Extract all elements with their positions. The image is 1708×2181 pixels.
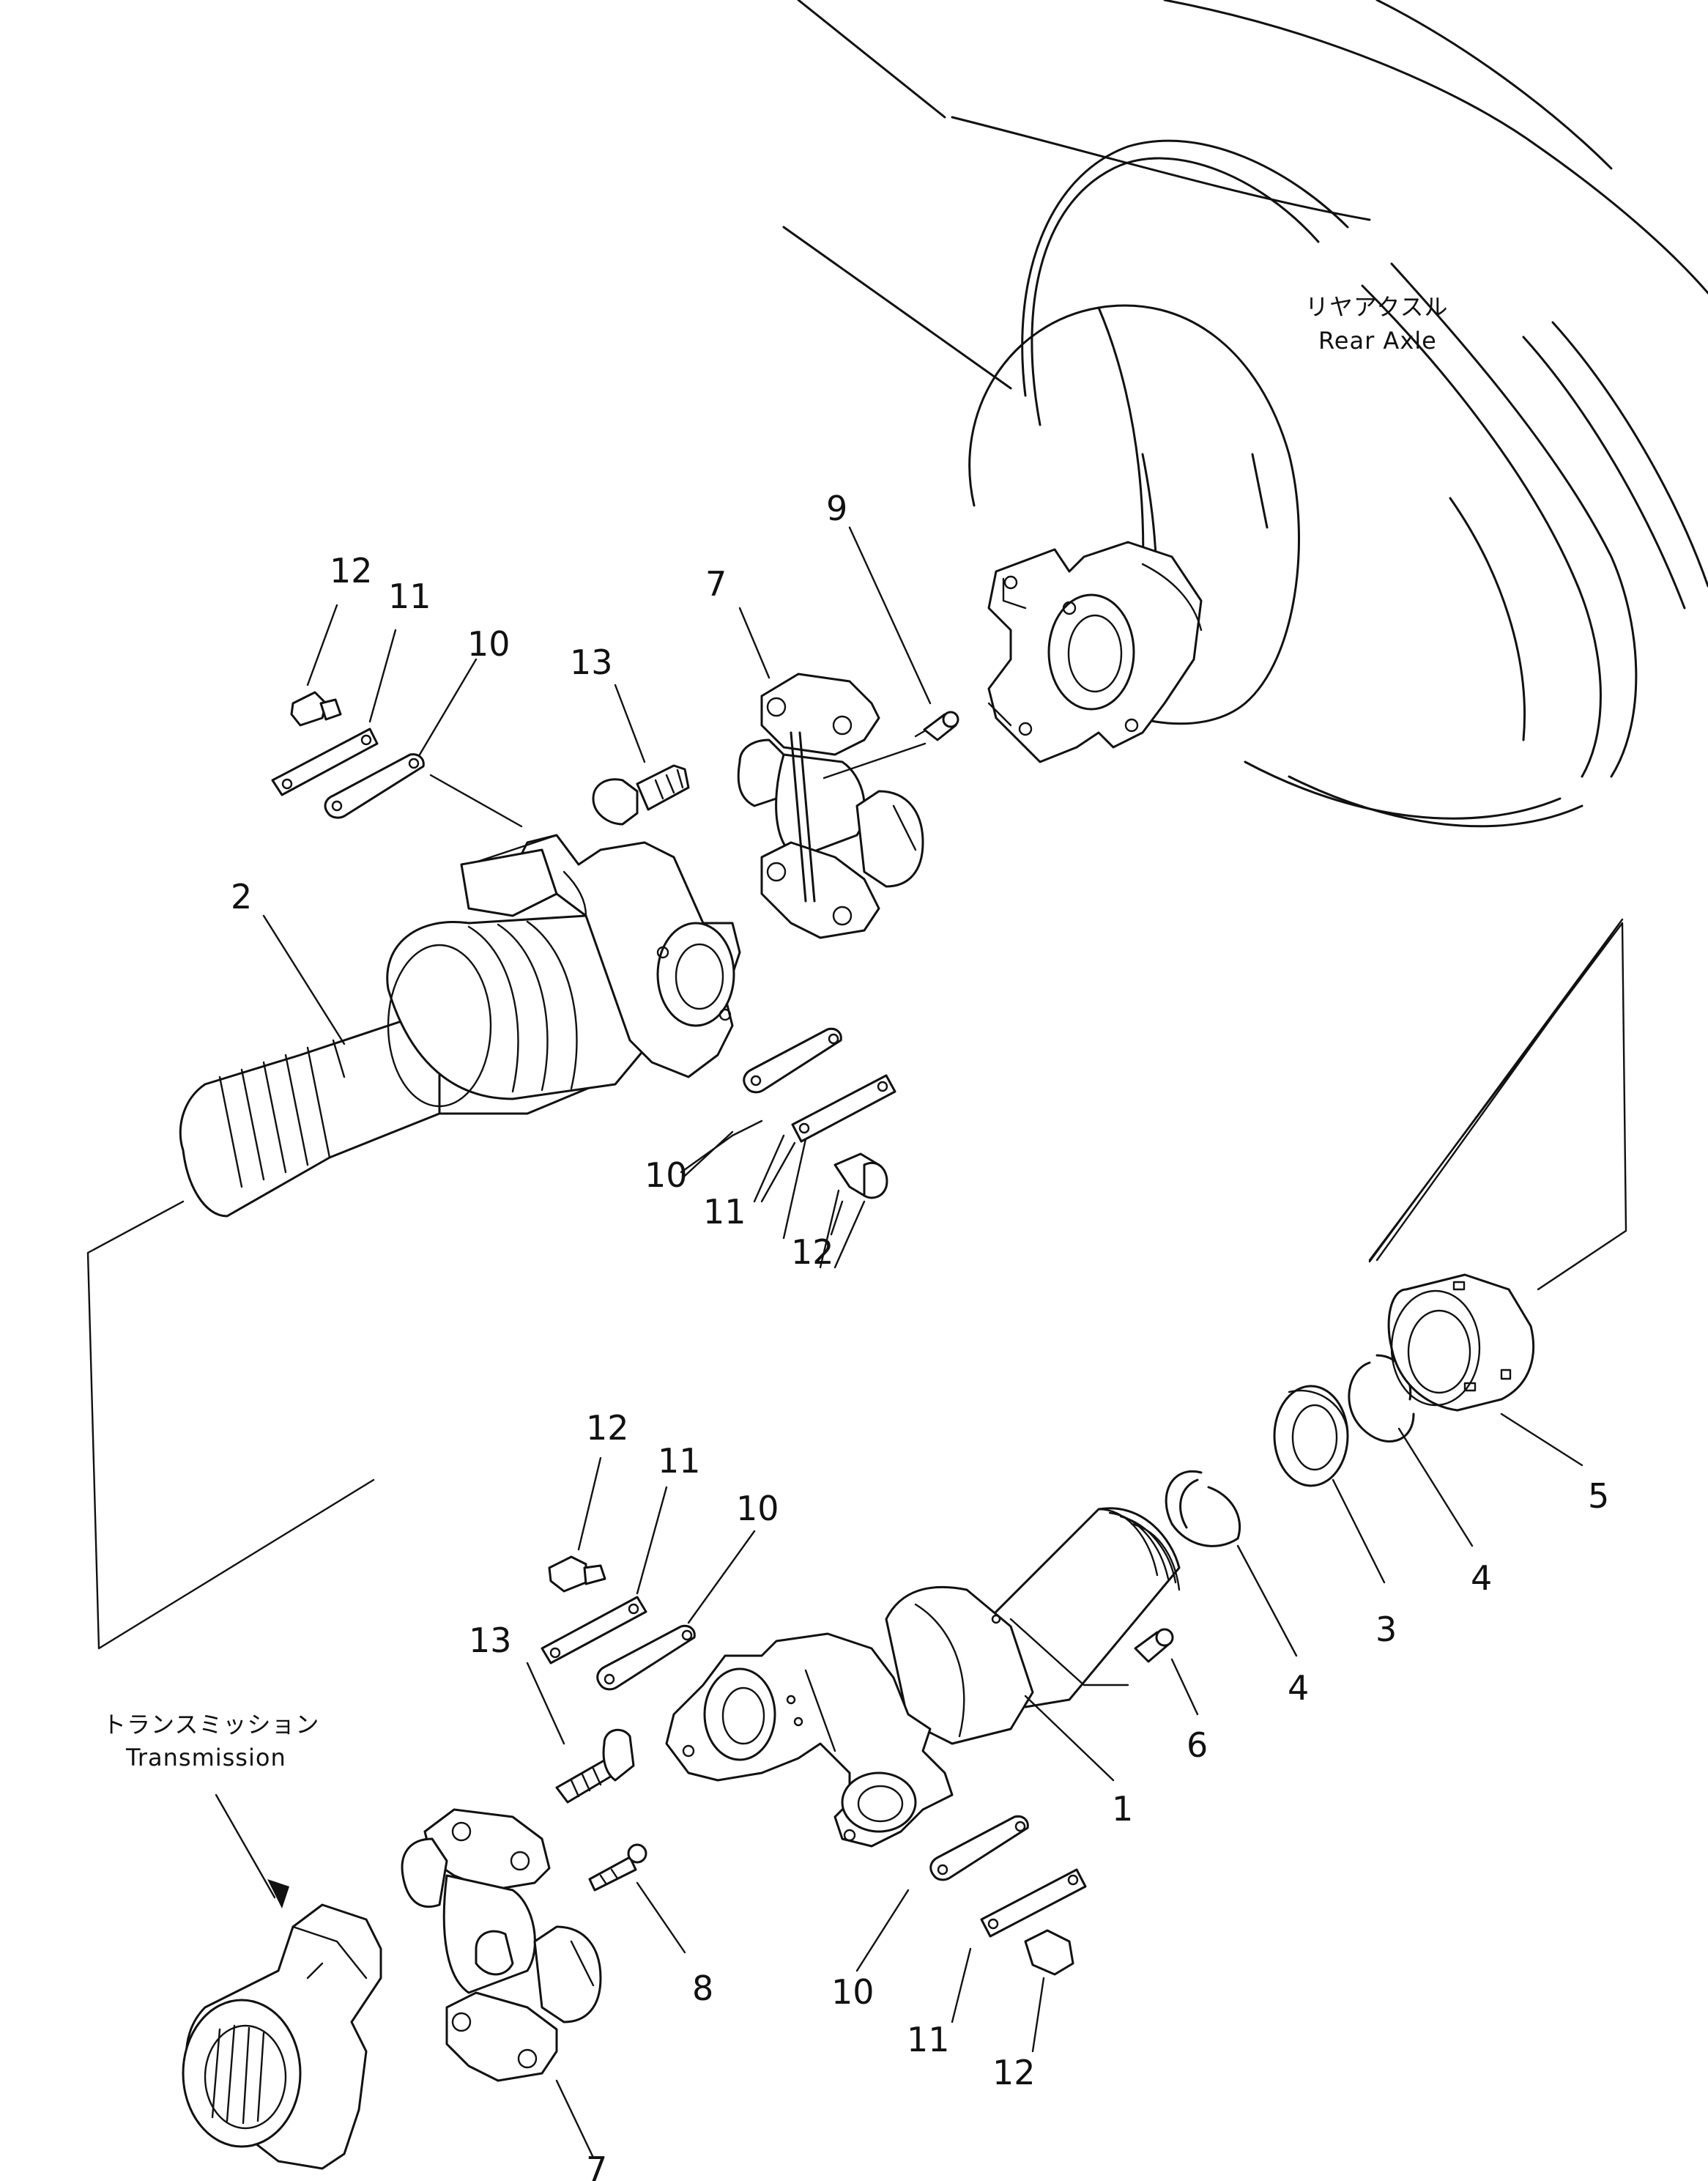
callout-6: 6 [1187,1725,1208,1765]
callout-4-right: 4 [1471,1558,1492,1598]
callout-labels: 1 2 3 4 4 5 6 7 7 8 9 10 10 10 10 11 11 … [231,489,1609,2181]
rear-axle-label-jp: リヤアクスル [1305,293,1448,321]
plate-10-lower-left [596,1624,696,1691]
callout-7-lower: 7 [586,2149,607,2181]
bolt-12-lower-right [1024,1929,1074,1976]
lock-plate-11-upper-right [791,1074,896,1143]
seal-ring-3 [1273,1385,1349,1487]
callout-10-lower-right: 10 [831,1972,875,2012]
cap-5 [1387,1273,1535,1412]
transmission-label-jp: トランスミッション [103,1711,319,1738]
grease-fitting-8 [588,1843,647,1892]
lock-plate-11-lower-right [980,1868,1087,1938]
snap-ring-4-left [1165,1470,1241,1547]
shaft-part-2 [179,834,741,1218]
callout-10-upper-left: 10 [467,624,510,664]
callout-2: 2 [231,877,252,917]
universal-joint-lower [401,1808,602,2082]
callout-7-upper: 7 [705,564,727,604]
shaft-part-1 [665,1507,1181,1848]
bolt-12-upper-right [833,1152,888,1199]
callout-5: 5 [1588,1476,1609,1516]
callout-10-upper-right: 10 [645,1155,688,1195]
callout-12-lower-left: 12 [586,1408,629,1448]
callout-11-upper-right: 11 [703,1192,746,1232]
callout-1: 1 [1112,1789,1133,1829]
callout-13-lower: 13 [469,1621,512,1660]
callout-12-upper-left: 12 [330,551,373,590]
callout-10-lower-left: 10 [736,1489,779,1528]
plate-10-lower-right [929,1815,1029,1881]
universal-joint-upper [737,673,924,939]
alignment-lines [86,918,1627,1650]
bolt-13-upper [592,764,690,826]
plate-10-upper-right [743,1027,842,1094]
callout-9: 9 [826,489,847,528]
bolt-12-upper-left [290,691,342,727]
grease-fitting-6 [1134,1628,1174,1663]
callout-12-lower-right: 12 [992,2053,1036,2092]
axle-output-yoke [987,541,1203,763]
transmission-yoke [182,1903,382,2170]
lock-plate-11-upper-left [271,727,379,796]
lock-plate-11-lower-left [541,1596,647,1665]
transmission-label-en: Transmission [125,1744,286,1771]
callout-3: 3 [1375,1610,1397,1649]
callout-13-upper: 13 [570,643,613,682]
component-labels: リヤアクスル Rear Axle トランスミッション Transmission [103,293,1448,1771]
callout-11-upper-left: 11 [388,577,431,616]
callout-8: 8 [692,1969,713,2008]
callout-12-upper-right: 12 [791,1232,834,1272]
rear-axle-label-en: Rear Axle [1318,327,1437,355]
callout-11-lower-left: 11 [658,1441,701,1481]
grease-fitting-9 [914,711,959,741]
rear-axle-housing [782,0,1708,828]
bolt-13-lower [555,1728,635,1804]
bolt-12-lower-left [548,1555,606,1593]
callout-4-left: 4 [1288,1668,1309,1708]
callout-11-lower-right: 11 [907,2020,950,2059]
plate-10-upper-left [324,753,425,819]
leader-lines [215,526,1583,2159]
